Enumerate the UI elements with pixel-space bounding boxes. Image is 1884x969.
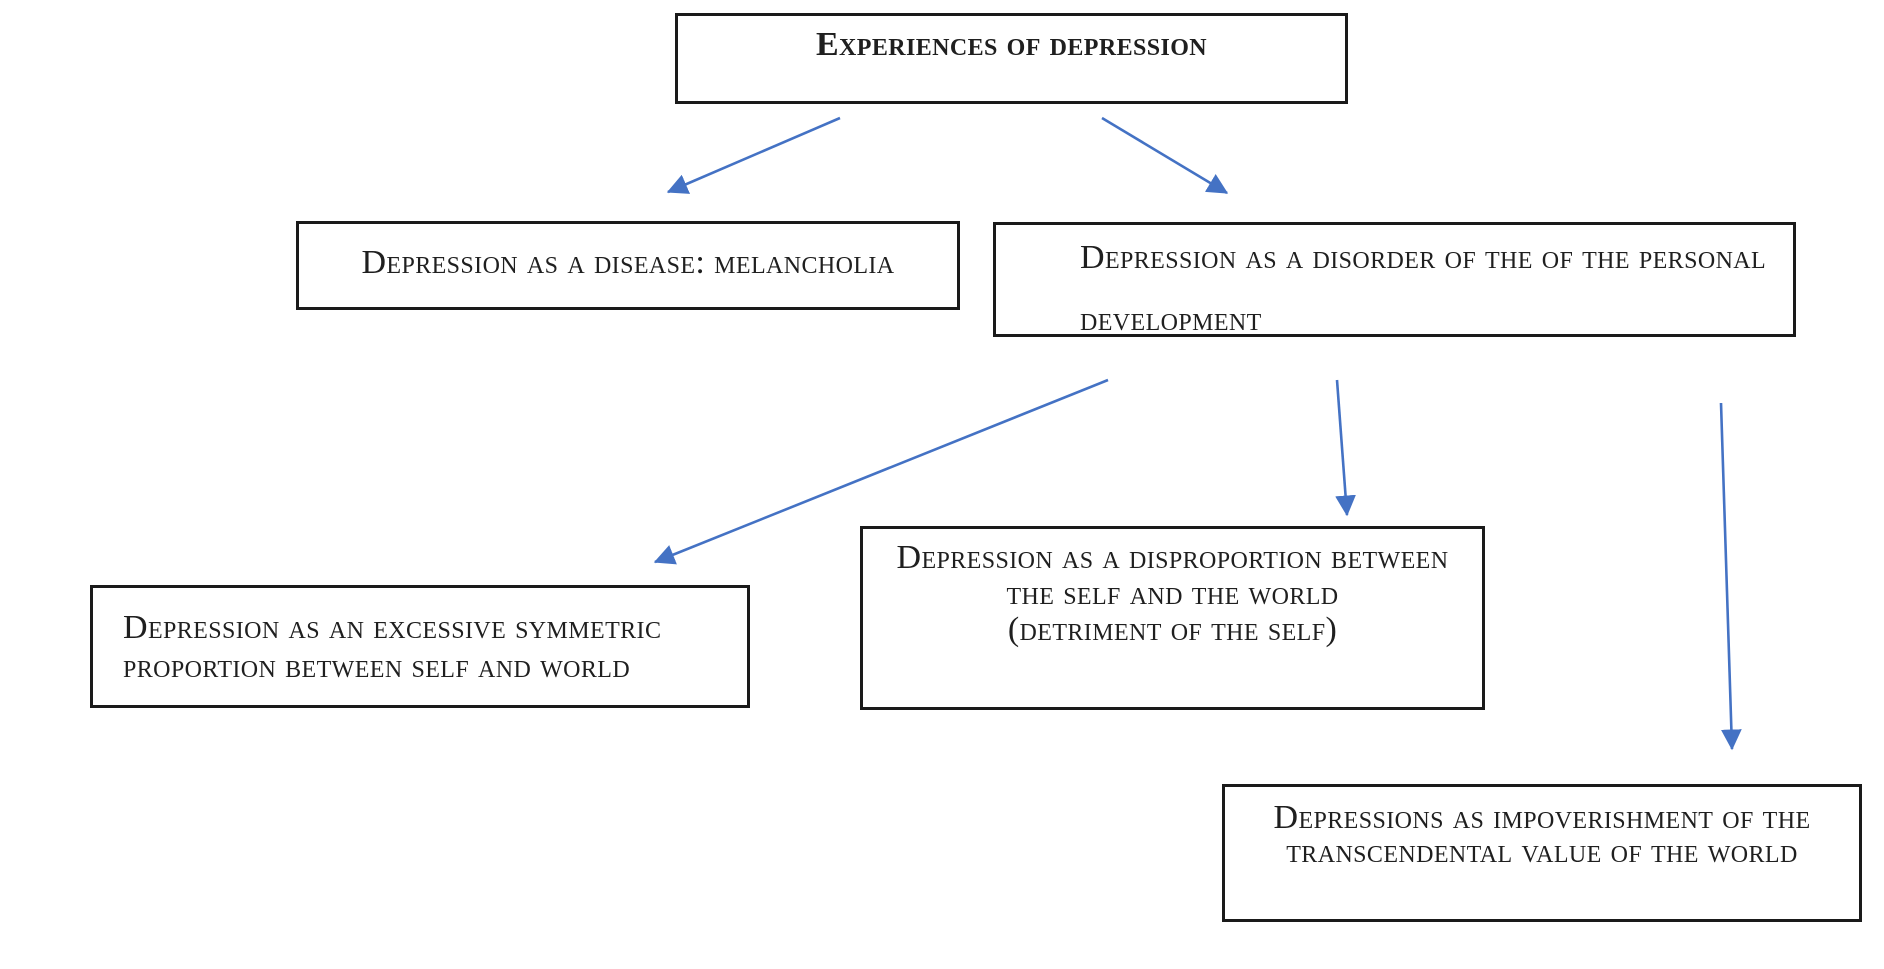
edge-disorder-to-impoverishment [1719,402,1742,751]
node-label-line: Depression as a disease: melancholia [361,244,895,281]
edge-experiences-to-disease [666,116,841,194]
edge-experiences-to-disorder [1101,116,1229,195]
node-experiences-of-depression: Experiences of depression [675,13,1348,104]
node-label-line: Depressions as impoverishment of the [1273,799,1811,836]
node-label-line: development [1080,301,1262,338]
node-label-line: transcendental value of the world [1286,833,1798,870]
arrow-line [1335,379,1356,517]
node-depression-as-disproportion-self-world: Depression as a disproportion between th… [860,526,1485,710]
arrow-line [1719,402,1742,751]
node-depression-as-disorder-of-personal-development: Depression as a disorder of the of the p… [993,222,1796,337]
node-label-line: the self and the world [1006,575,1339,612]
node-label-line: (detriment of the self) [1007,611,1338,648]
arrow-line [666,116,841,194]
node-label-line: Depression as a disproportion between [896,539,1449,576]
node-depression-as-excessive-symmetric-proportion: Depression as an excessive symmetric pro… [90,585,750,708]
arrow-line [1101,116,1229,195]
edge-disorder-to-disproportion [1335,379,1356,517]
node-label-line: Depression as a disorder of the of the p… [1080,239,1767,276]
node-label-line: proportion between self and world [123,648,631,685]
node-label-line: Depression as an excessive symmetric [123,609,662,646]
node-depression-as-disease-melancholia: Depression as a disease: melancholia [296,221,960,310]
node-title: Experiences of depression [815,26,1208,63]
node-depressions-as-impoverishment-transcendental-value: Depressions as impoverishment of the tra… [1222,784,1862,922]
